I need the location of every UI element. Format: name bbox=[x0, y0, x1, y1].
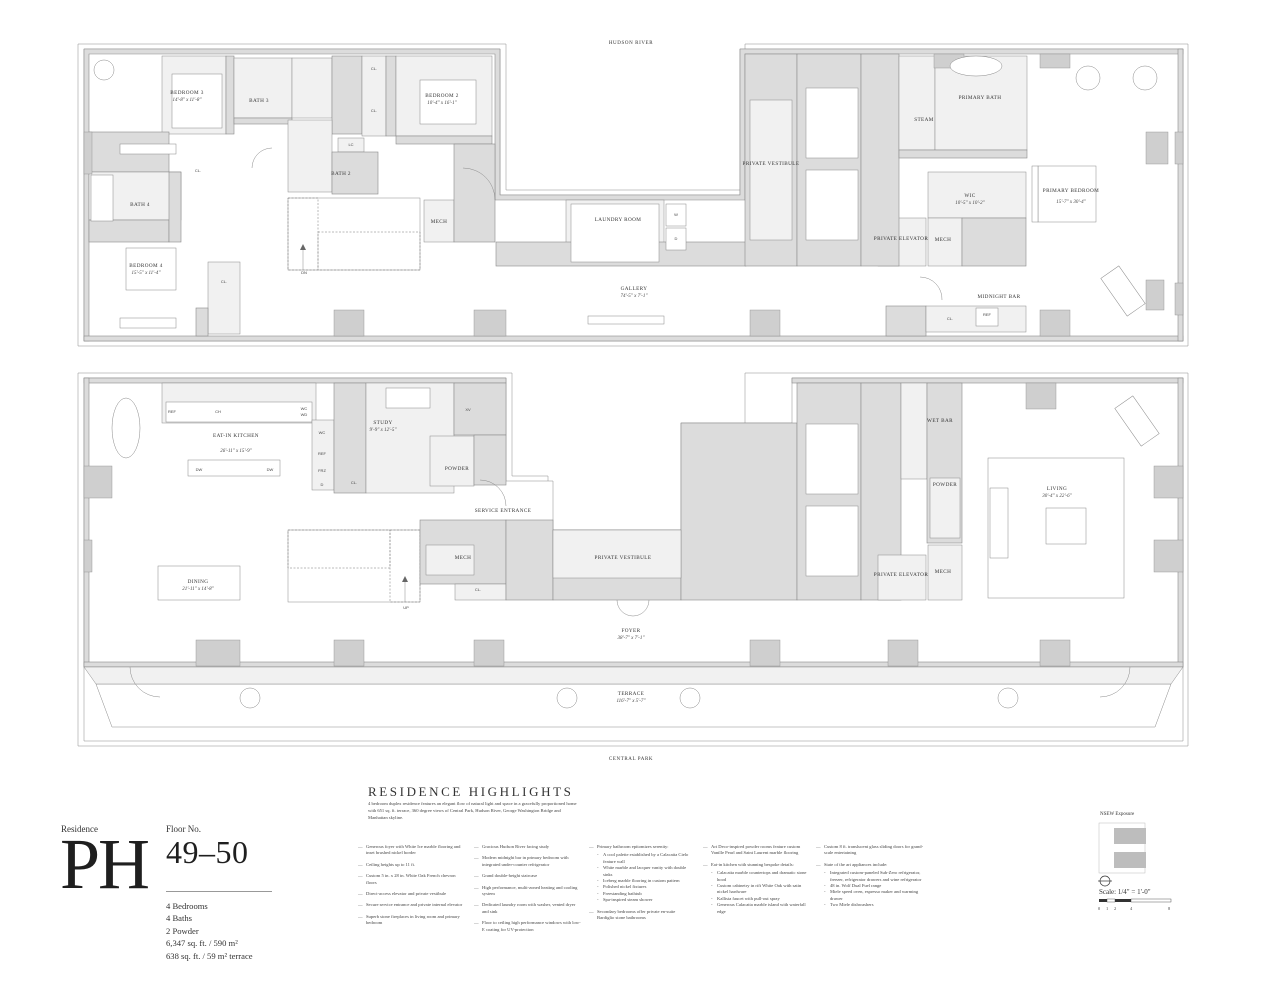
room-label: WET BAR bbox=[927, 418, 953, 424]
room-dims: 74'-5" x 7'-1" bbox=[621, 294, 649, 299]
appliance-label: DW bbox=[267, 467, 274, 472]
room-dims: 14'-8" x 11'-8" bbox=[172, 98, 202, 103]
room-label: PRIMARY BEDROOM bbox=[1043, 188, 1099, 194]
room-label: FOYER bbox=[621, 628, 640, 634]
room-label: DINING bbox=[188, 579, 209, 585]
room-label: LIVING bbox=[1047, 486, 1067, 492]
room-label: BATH 3 bbox=[249, 98, 269, 104]
closet-label: CL. bbox=[371, 66, 377, 71]
room-label: POWDER bbox=[445, 466, 469, 472]
scale-bar bbox=[1099, 898, 1172, 903]
orientation-top: HUDSON RIVER bbox=[609, 41, 653, 46]
room-label: TERRACE bbox=[618, 691, 644, 697]
room-label: BEDROOM 2 bbox=[425, 93, 458, 99]
appliance-label: REF bbox=[318, 451, 327, 456]
appliance-label: FRZ bbox=[318, 468, 326, 473]
room-label: PRIVATE ELEVATOR bbox=[874, 572, 929, 578]
room-dims: 30'-4" x 22'-6" bbox=[1042, 494, 1072, 499]
washer-label: W bbox=[674, 212, 678, 217]
room-label: MIDNIGHT BAR bbox=[978, 294, 1021, 300]
dryer-label: D bbox=[675, 236, 678, 241]
room-label: MECH bbox=[455, 555, 472, 561]
room-label: EAT-IN KITCHEN bbox=[213, 433, 259, 439]
room-dims: 21'-11" x 14'-8" bbox=[182, 587, 214, 592]
room-dims: 15'-5" x 11'-4" bbox=[131, 271, 161, 276]
room-label: WIC bbox=[964, 193, 975, 199]
room-label: BEDROOM 4 bbox=[129, 263, 162, 269]
upper-floor-labels: BEDROOM 3 14'-8" x 11'-8" BATH 3 BEDROOM… bbox=[129, 66, 1099, 321]
closet-label: CL. bbox=[351, 480, 357, 485]
room-label: STUDY bbox=[373, 420, 392, 426]
room-dims: 10'-4" x 16'-1" bbox=[427, 101, 457, 106]
room-label: MECH bbox=[431, 219, 448, 225]
closet-label: CL. bbox=[947, 316, 953, 321]
appliance-label: D bbox=[321, 482, 324, 487]
appliance-label: WC bbox=[319, 430, 326, 435]
room-label: MECH bbox=[935, 237, 952, 243]
room-label: POWDER bbox=[933, 482, 957, 488]
room-label: BEDROOM 3 bbox=[170, 90, 203, 96]
room-dims: 9'-9" x 12'-5" bbox=[370, 428, 398, 433]
lower-floor-labels: EAT-IN KITCHEN 26'-11" x 15'-9" STUDY 9'… bbox=[168, 406, 1073, 704]
room-dims: 116'-7" x 5'-7" bbox=[616, 699, 646, 704]
closet-label: CL. bbox=[475, 587, 481, 592]
orientation-bottom: CENTRAL PARK bbox=[609, 757, 653, 762]
room-label: PRIVATE VESTIBULE bbox=[595, 555, 652, 561]
room-dims: 10'-5" x 10'-2" bbox=[955, 201, 985, 206]
stair-down-label: DN bbox=[301, 270, 307, 275]
window-columns-lower bbox=[83, 382, 1184, 667]
room-label: BATH 4 bbox=[130, 202, 150, 208]
room-label: SERVICE ENTRANCE bbox=[475, 508, 532, 514]
appliance-label: WC bbox=[301, 406, 308, 411]
appliance-label: CH bbox=[215, 409, 221, 414]
room-label: PRIVATE VESTIBULE bbox=[743, 161, 800, 167]
room-label: MECH bbox=[935, 569, 952, 575]
room-label: PRIVATE ELEVATOR bbox=[874, 236, 929, 242]
room-dims: 15'-7" x 30'-4" bbox=[1056, 200, 1086, 205]
appliance-label: DW bbox=[196, 467, 203, 472]
upper-floor-plan: BEDROOM 3 14'-8" x 11'-8" BATH 3 BEDROOM… bbox=[77, 43, 1189, 347]
appliance-label: XV bbox=[465, 407, 471, 412]
exposure-key bbox=[1098, 822, 1172, 903]
stair-up-label: UP bbox=[403, 605, 409, 610]
room-label: PRIMARY BATH bbox=[959, 95, 1002, 101]
room-label: STEAM bbox=[914, 117, 934, 123]
room-label: BATH 2 bbox=[331, 171, 351, 177]
room-label: GALLERY bbox=[621, 286, 648, 292]
closet-label: CL. bbox=[195, 168, 201, 173]
linen-closet-label: LC bbox=[348, 142, 353, 147]
room-dims: 26'-11" x 15'-9" bbox=[220, 449, 252, 454]
appliance-label: WD bbox=[301, 412, 308, 417]
appliance-label: REF bbox=[168, 409, 177, 414]
window-columns-upper bbox=[83, 53, 1184, 337]
lower-floor-plan: EAT-IN KITCHEN 26'-11" x 15'-9" STUDY 9'… bbox=[77, 372, 1189, 747]
closet-label: CL. bbox=[221, 279, 227, 284]
room-dims: 38'-7" x 7'-1" bbox=[618, 636, 646, 641]
closet-label: CL. bbox=[371, 108, 377, 113]
ref-label: REF bbox=[983, 312, 992, 317]
room-label: LAUNDRY ROOM bbox=[595, 217, 642, 223]
